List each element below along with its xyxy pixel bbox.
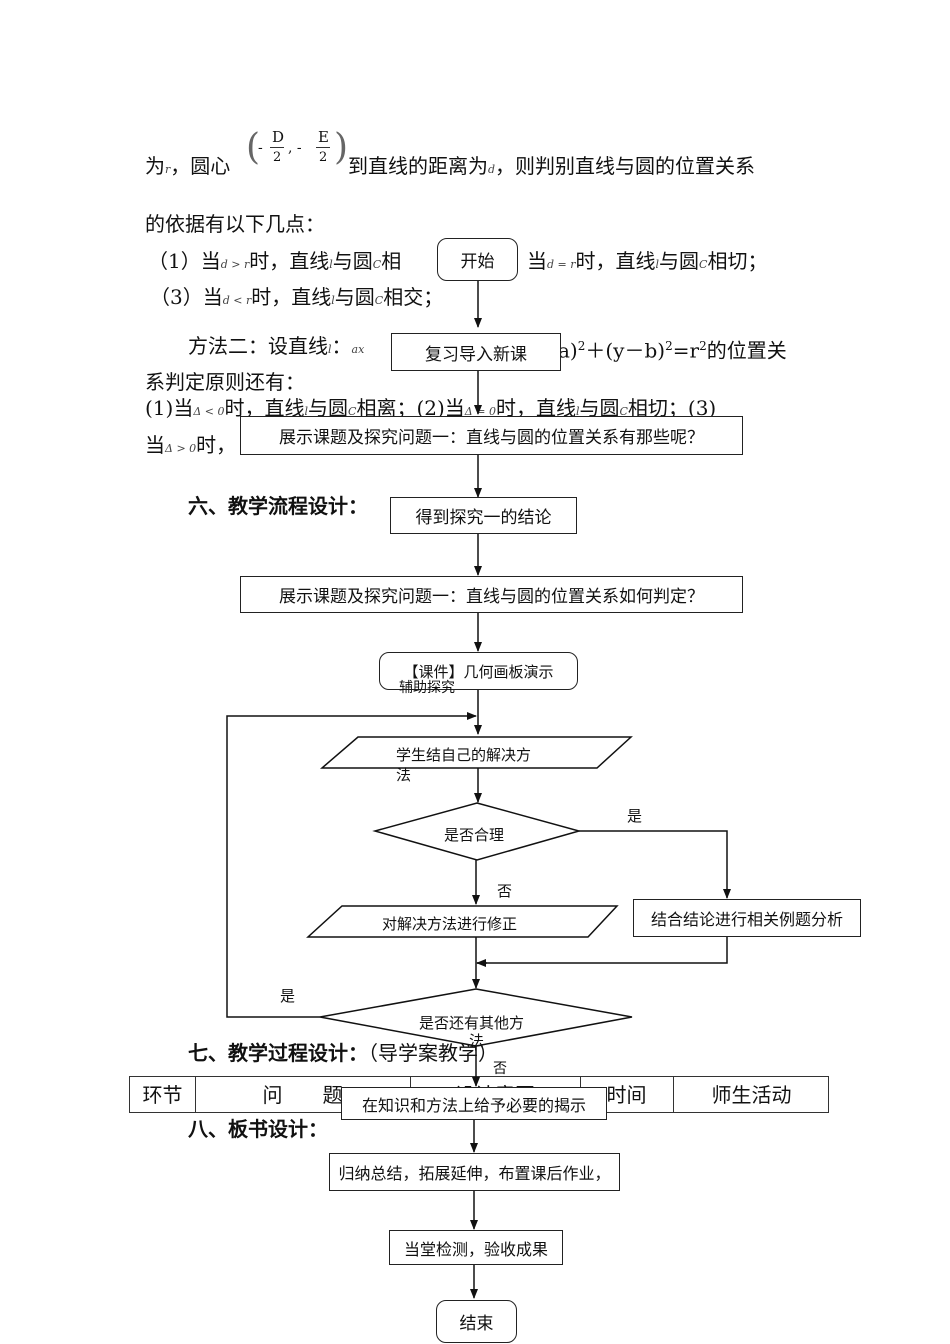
flow-summary: 归纳总结，拓展延伸，布置课后作业， bbox=[329, 1153, 620, 1191]
text: 到直线的距离为d，则判别直线与圆的位置关系 bbox=[348, 154, 756, 178]
text: 为r，圆心 bbox=[145, 154, 231, 178]
doc-line-5-left: 方法二：设直线l：ax bbox=[188, 334, 365, 358]
flow-reveal: 在知识和方法上给予必要的揭示 bbox=[341, 1087, 607, 1120]
flow-decision-reasonable: 是否合理 bbox=[444, 826, 505, 844]
doc-line-5-right: a)2＋(y－b)2=r2的位置关 bbox=[558, 338, 787, 363]
flow-correct-method: 对解决方法进行修正 bbox=[382, 915, 518, 933]
doc-line-3-right: 当d = r时，直线l与圆C相切； bbox=[527, 249, 768, 273]
flow-conclusion-1: 得到探究一的结论 bbox=[390, 497, 577, 534]
doc-line-6: 系判定原则还有： bbox=[145, 370, 305, 394]
doc-line-8: 当Δ > 0时， bbox=[145, 433, 237, 457]
flow-show-question-1: 展示课题及探究问题一：直线与圆的位置关系有那些呢？ bbox=[240, 416, 743, 455]
flow-start: 开始 bbox=[437, 238, 518, 281]
table-header-cell: 问 题 bbox=[262, 1083, 343, 1107]
heading-8: 八、板书设计： bbox=[188, 1117, 328, 1141]
doc-line-7: (1)当Δ < 0时，直线l与圆C相离；(2)当Δ = 0时，直线l与圆C相切；… bbox=[145, 396, 717, 420]
flow-decision-other-cont: 法 bbox=[469, 1032, 485, 1050]
flow-student-solution-cont: 法 bbox=[396, 766, 412, 784]
flow-label-no: 否 bbox=[497, 882, 513, 900]
flow-decision-other: 是否还有其他方 bbox=[419, 1014, 525, 1032]
doc-line-4: （3）当d < r时，直线l与圆C相交； bbox=[150, 285, 444, 309]
table-header-cell: 时间 bbox=[606, 1083, 647, 1107]
flow-show-question-2: 展示课题及探究问题一：直线与圆的位置关系如何判定？ bbox=[240, 576, 743, 613]
flow-courseware: 【课件】几何画板演示 辅助探究 bbox=[379, 652, 578, 696]
courseware-line-1: 【课件】几何画板演示 bbox=[403, 663, 554, 681]
doc-line-2: 的依据有以下几点： bbox=[145, 212, 325, 236]
flow-combine-analysis: 结合结论进行相关例题分析 bbox=[633, 899, 861, 937]
flow-label-yes: 是 bbox=[627, 807, 643, 825]
flow-label-no-2: 否 bbox=[493, 1061, 507, 1077]
heading-6: 六、教学流程设计： bbox=[188, 494, 368, 518]
flow-end: 结束 bbox=[436, 1300, 517, 1343]
circle-center-formula: ( - D 2 , - E 2 ) bbox=[246, 127, 349, 168]
flow-review: 复习导入新课 bbox=[391, 333, 561, 371]
table-header-cell: 师生活动 bbox=[711, 1083, 792, 1107]
flow-student-solution: 学生结自己的解决方 bbox=[396, 746, 532, 764]
flow-check: 当堂检测，验收成果 bbox=[389, 1230, 563, 1265]
courseware-line-2: 辅助探究 bbox=[399, 680, 455, 696]
doc-line-3-left: （1）当d > r时，直线l与圆C相 bbox=[148, 249, 402, 273]
flow-label-yes-loop: 是 bbox=[280, 987, 296, 1005]
table-header-cell: 环节 bbox=[142, 1083, 183, 1107]
